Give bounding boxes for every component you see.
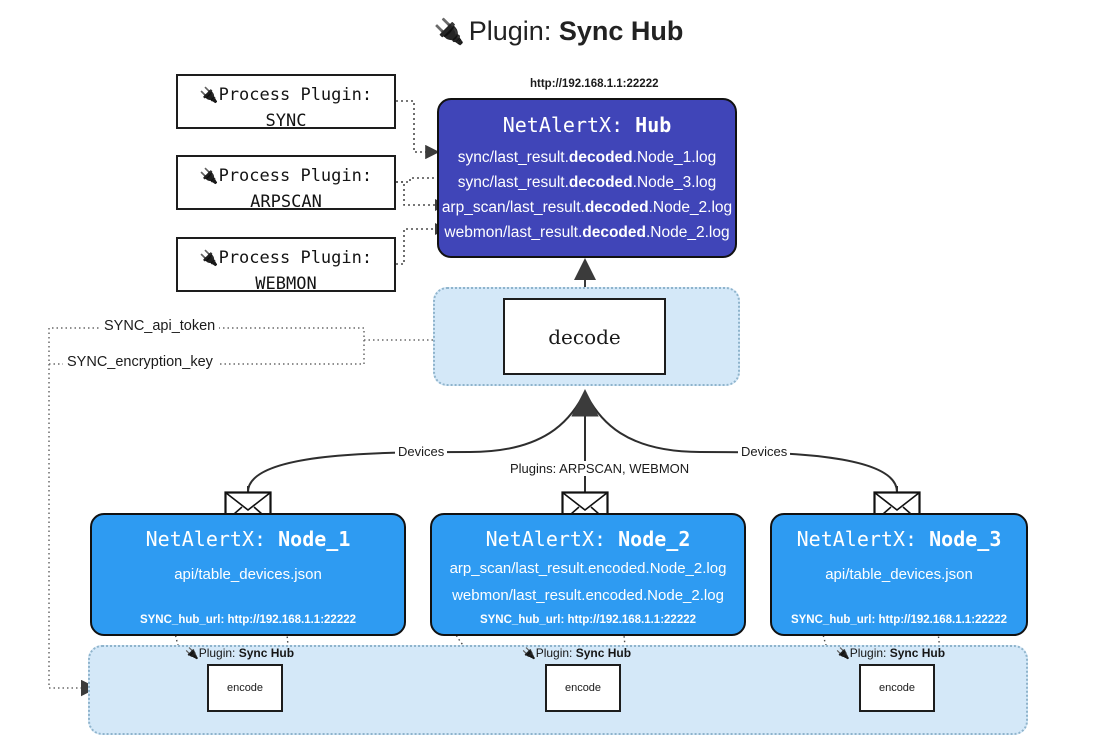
encode-label: encode (878, 682, 916, 694)
hub-title-label: NetAlertX: (502, 113, 624, 137)
hub-log-list: sync/last_result.decoded.Node_1.log sync… (439, 145, 735, 245)
node-row-list: api/table_devices.json (772, 561, 1026, 588)
process-plugin-label: Process Plugin: (218, 166, 373, 186)
process-plugin-label: Process Plugin: (218, 248, 373, 268)
process-plugin-name: ARPSCAN (250, 192, 322, 213)
hub-title-value: Hub (635, 113, 672, 137)
decode-label: decode (548, 324, 621, 349)
node-title-value: Node_3 (929, 527, 1002, 551)
node-title-value: Node_1 (278, 527, 351, 551)
node-title-label: NetAlertX: (145, 527, 267, 551)
node-row: api/table_devices.json (825, 566, 973, 583)
node-row: arp_scan/last_result.encoded.Node_2.log (449, 560, 727, 577)
hub-log-row: sync/last_result.decoded.Node_3.log (457, 174, 717, 191)
encode-box-node-1[interactable]: encode (207, 664, 283, 712)
process-plugin-name: SYNC (265, 111, 307, 132)
process-plugin-box-sync[interactable]: 🔌Process Plugin: SYNC (176, 74, 396, 131)
encode-box-node-3[interactable]: encode (859, 664, 935, 712)
node-title-label: NetAlertX: (796, 527, 918, 551)
page-title: 🔌Plugin: Sync Hub (0, 16, 1117, 47)
node-row: webmon/last_result.encoded.Node_2.log (452, 587, 724, 604)
process-plugin-box-webmon[interactable]: 🔌Process Plugin: WEBMON (176, 237, 396, 294)
plug-icon: 🔌 (199, 86, 219, 104)
hub-log-row: arp_scan/last_result.decoded.Node_2.log (441, 199, 733, 216)
plug-icon: 🔌 (836, 648, 850, 660)
hub-node[interactable]: NetAlertX: Hub sync/last_result.decoded.… (437, 98, 737, 258)
plug-icon: 🔌 (185, 648, 199, 660)
node-title-value: Node_2 (618, 527, 691, 551)
hub-log-row: sync/last_result.decoded.Node_1.log (457, 149, 717, 166)
node-title: NetAlertX: Node_2 (432, 527, 744, 551)
encode-box-node-2[interactable]: encode (545, 664, 621, 712)
node-title: NetAlertX: Node_1 (92, 527, 404, 551)
encoder-caption-node-1: 🔌Plugin: Sync Hub (185, 646, 295, 660)
node-hub-url: SYNC_hub_url: http://192.168.1.1:22222 (139, 614, 357, 626)
page-title-value: Sync Hub (558, 16, 684, 46)
edge-label-devices-right: Devices (738, 444, 791, 459)
process-plugin-label: Process Plugin: (218, 85, 373, 105)
hub-log-row: webmon/last_result.decoded.Node_2.log (444, 224, 730, 241)
node-title-label: NetAlertX: (485, 527, 607, 551)
setting-api-token-label: SYNC_api_token (100, 318, 220, 334)
process-plugin-name: WEBMON (255, 274, 317, 295)
encode-label: encode (564, 682, 602, 694)
hub-title: NetAlertX: Hub (439, 113, 735, 137)
plug-icon: 🔌 (199, 167, 219, 185)
node-hub-url: SYNC_hub_url: http://192.168.1.1:22222 (790, 614, 1008, 626)
plug-icon: 🔌 (433, 18, 465, 46)
encode-label: encode (226, 682, 264, 694)
node-title: NetAlertX: Node_3 (772, 527, 1026, 551)
setting-encryption-key-label: SYNC_encryption_key (63, 354, 217, 370)
node-row-list: api/table_devices.json (92, 561, 404, 588)
node-row-list: arp_scan/last_result.encoded.Node_2.log … (432, 555, 744, 609)
plug-icon: 🔌 (522, 648, 536, 660)
plug-icon: 🔌 (199, 249, 219, 267)
encoder-caption-node-2: 🔌Plugin: Sync Hub (522, 646, 632, 660)
node-box-node-3[interactable]: NetAlertX: Node_3 api/table_devices.json… (770, 513, 1028, 636)
decode-box[interactable]: decode (503, 298, 666, 375)
page-title-label: Plugin: (468, 16, 552, 46)
encoder-caption-node-3: 🔌Plugin: Sync Hub (836, 646, 946, 660)
edge-label-devices-left: Devices (395, 444, 448, 459)
hub-url-label: http://192.168.1.1:22222 (530, 78, 659, 90)
process-plugin-box-arpscan[interactable]: 🔌Process Plugin: ARPSCAN (176, 155, 396, 212)
node-box-node-1[interactable]: NetAlertX: Node_1 api/table_devices.json… (90, 513, 406, 636)
node-hub-url: SYNC_hub_url: http://192.168.1.1:22222 (479, 614, 697, 626)
node-box-node-2[interactable]: NetAlertX: Node_2 arp_scan/last_result.e… (430, 513, 746, 636)
edge-label-plugins-center: Plugins: ARPSCAN, WEBMON (507, 461, 693, 476)
node-row: api/table_devices.json (174, 566, 322, 583)
